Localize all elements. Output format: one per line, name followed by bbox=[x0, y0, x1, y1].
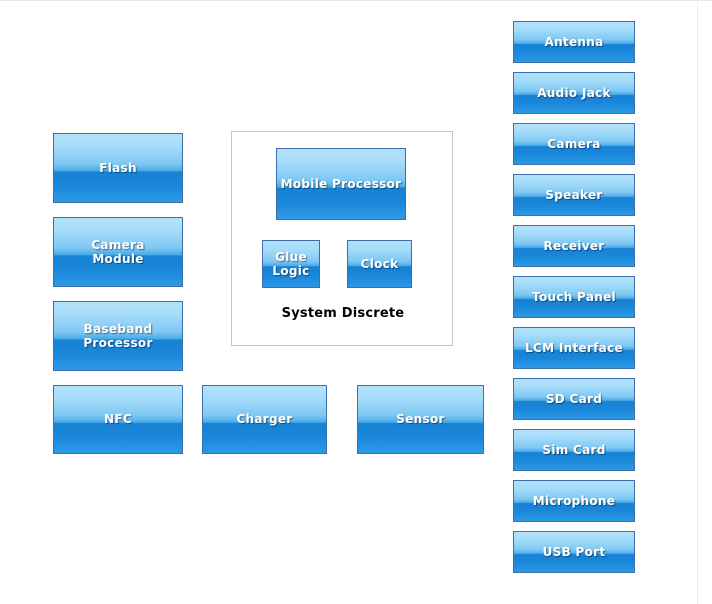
block-usb-port[interactable]: USB Port bbox=[513, 531, 635, 573]
block-flash[interactable]: Flash bbox=[53, 133, 183, 203]
block-label-line2: Processor bbox=[83, 336, 153, 350]
block-baseband-processor[interactable]: Baseband Processor bbox=[53, 301, 183, 371]
block-audio-jack[interactable]: Audio Jack bbox=[513, 72, 635, 114]
block-label: Sim Card bbox=[542, 442, 606, 457]
page-frame-top-line bbox=[0, 0, 712, 1]
block-mobile-processor[interactable]: Mobile Processor bbox=[276, 148, 406, 220]
block-label: Flash bbox=[99, 160, 137, 175]
block-label: NFC bbox=[104, 412, 132, 427]
block-label: Receiver bbox=[543, 238, 605, 253]
block-label: Touch Panel bbox=[532, 289, 616, 304]
block-nfc[interactable]: NFC bbox=[53, 385, 183, 454]
block-label-line1: Baseband bbox=[83, 321, 153, 336]
block-label-line2: Module bbox=[92, 252, 144, 266]
block-label: Clock bbox=[360, 256, 399, 271]
system-discrete-caption: System Discrete bbox=[281, 306, 405, 321]
block-receiver[interactable]: Receiver bbox=[513, 225, 635, 267]
block-label: Mobile Processor bbox=[280, 176, 402, 191]
block-label-line1: Glue bbox=[275, 249, 307, 264]
block-microphone[interactable]: Microphone bbox=[513, 480, 635, 522]
block-label: Audio Jack bbox=[537, 85, 611, 100]
block-camera-module[interactable]: Camera Module bbox=[53, 217, 183, 287]
block-label: LCM Interface bbox=[525, 340, 623, 355]
block-label-line1: Camera bbox=[91, 237, 145, 252]
block-touch-panel[interactable]: Touch Panel bbox=[513, 276, 635, 318]
block-label: SD Card bbox=[545, 391, 603, 406]
block-speaker[interactable]: Speaker bbox=[513, 174, 635, 216]
block-sensor[interactable]: Sensor bbox=[357, 385, 484, 454]
page-frame-right-line bbox=[697, 0, 698, 604]
block-label: Microphone bbox=[532, 493, 616, 508]
block-glue-logic[interactable]: Glue Logic bbox=[262, 240, 320, 288]
block-label: USB Port bbox=[542, 544, 606, 559]
block-camera[interactable]: Camera bbox=[513, 123, 635, 165]
block-charger[interactable]: Charger bbox=[202, 385, 327, 454]
block-sim-card[interactable]: Sim Card bbox=[513, 429, 635, 471]
block-clock[interactable]: Clock bbox=[347, 240, 412, 288]
block-label: Speaker bbox=[545, 187, 603, 202]
block-sd-card[interactable]: SD Card bbox=[513, 378, 635, 420]
block-label: Sensor bbox=[396, 412, 445, 427]
system-discrete-group: Mobile Processor Glue Logic Clock System… bbox=[231, 131, 453, 346]
block-label: Charger bbox=[236, 412, 293, 427]
block-lcm-interface[interactable]: LCM Interface bbox=[513, 327, 635, 369]
block-antenna[interactable]: Antenna bbox=[513, 21, 635, 63]
block-label: Antenna bbox=[544, 34, 604, 49]
block-label-line2: Logic bbox=[272, 264, 310, 278]
block-label: Camera bbox=[547, 136, 601, 151]
